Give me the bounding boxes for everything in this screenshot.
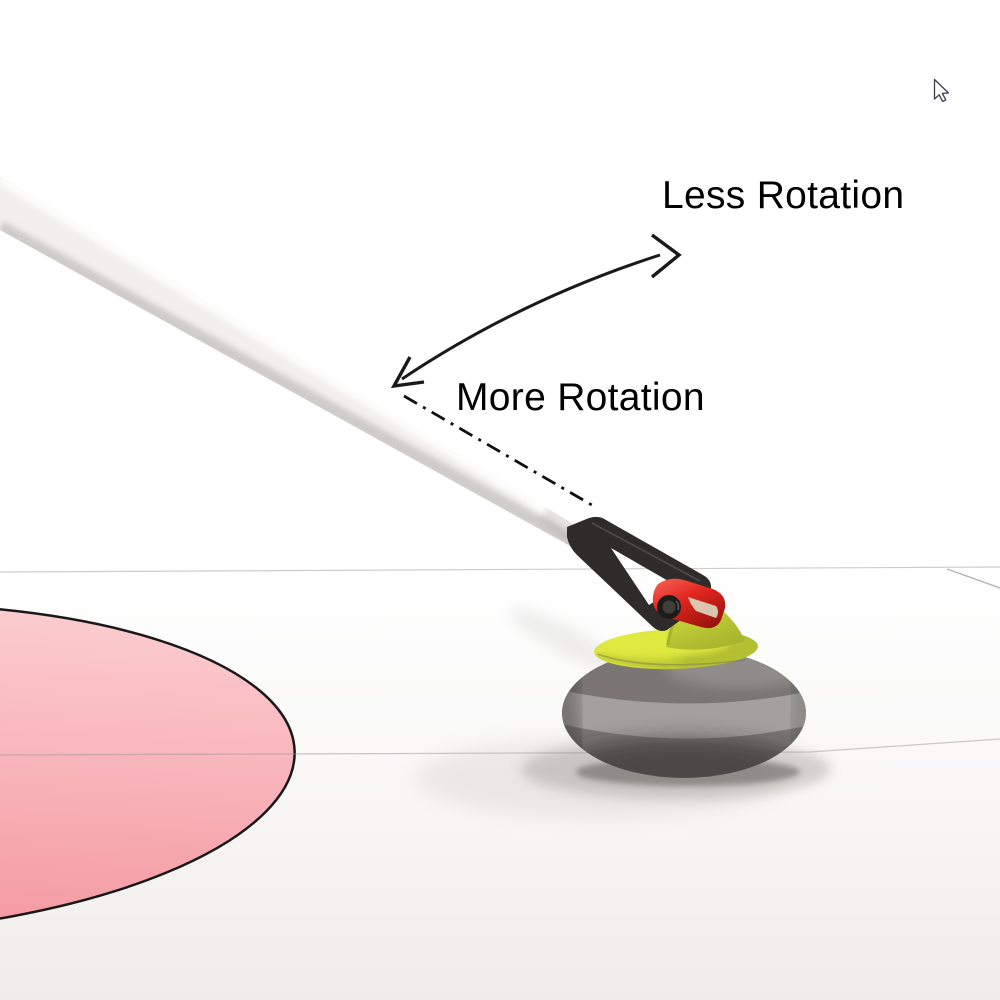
handle-clamp: [652, 578, 726, 629]
stone-band: [562, 690, 806, 739]
more-rotation-arrowhead: [390, 356, 425, 389]
more-rotation-label: More Rotation: [456, 376, 705, 419]
stick-head-frame-highlight: [591, 522, 701, 582]
floor-diagonal-line: [946, 568, 1000, 589]
clamp-bolt-center: [662, 600, 676, 614]
rotation-arc-arrow: [390, 233, 682, 389]
clamp-bolt-highlight: [675, 600, 680, 611]
rotation-arc: [401, 253, 661, 381]
clamp-pad: [688, 597, 718, 618]
less-rotation-arrowhead: [650, 233, 682, 279]
floor-front-line: [0, 738, 1000, 756]
cap-seam-line: [596, 653, 746, 666]
arrow-pointer-icon: [933, 78, 950, 103]
dash-dot-guide-line: [403, 394, 598, 510]
house-circle: [0, 602, 296, 938]
less-rotation-label: Less Rotation: [662, 174, 905, 217]
delivery-stick: [0, 176, 595, 557]
floor-horizon-line: [0, 566, 1000, 573]
